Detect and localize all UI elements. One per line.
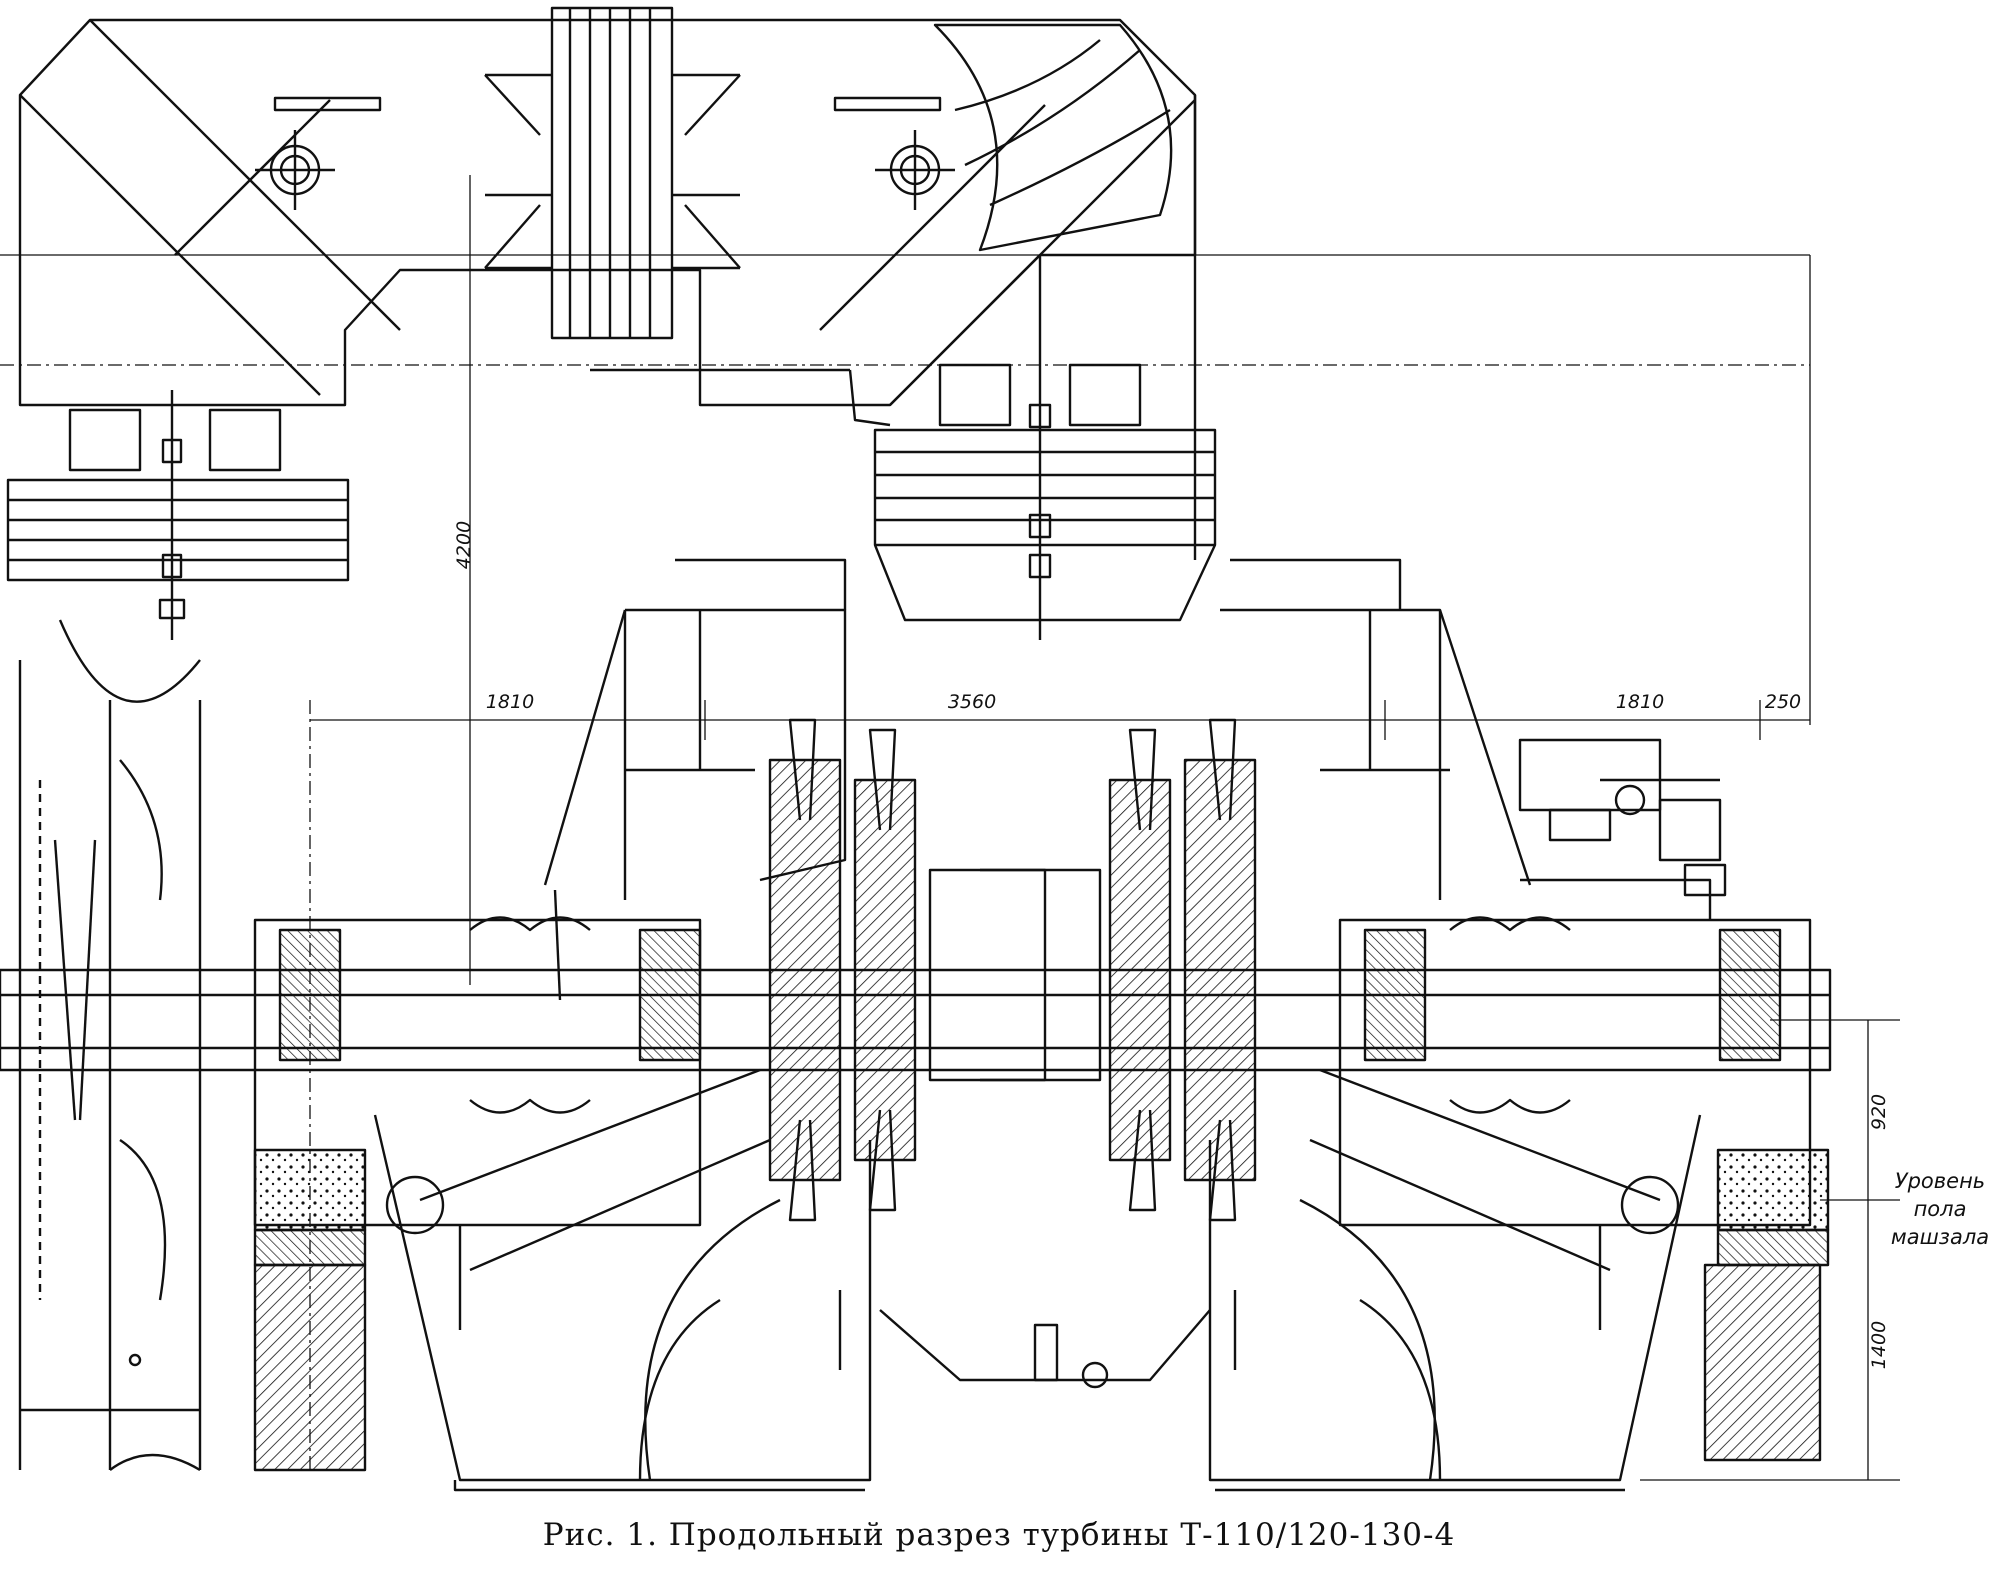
foundation-right xyxy=(1703,1148,1830,1462)
floor-level-line1: Уровень xyxy=(1895,1169,1985,1193)
manhole-flanges xyxy=(255,130,955,210)
bellows-center xyxy=(873,255,1217,640)
bearings xyxy=(278,916,1782,1114)
dim-right-offset: 250 xyxy=(1765,691,1801,713)
dim-height-4200: 4200 xyxy=(453,521,475,569)
exhaust-duct xyxy=(18,18,1197,560)
bellows-top xyxy=(484,6,891,427)
drain-pipes xyxy=(385,1175,1680,1235)
governor-unit xyxy=(1518,738,1727,920)
floor-level-line3: машзала xyxy=(1891,1225,1989,1249)
main-casing xyxy=(253,918,1812,1330)
figure-caption: Рис. 1. Продольный разрез турбины Т-110/… xyxy=(543,1517,1455,1553)
hp-section-left xyxy=(18,619,202,1472)
floor-level-line2: пола xyxy=(1914,1197,1967,1221)
dim-left-span: 1810 xyxy=(486,691,534,713)
dim-foundation-height: 1400 xyxy=(1868,1321,1890,1369)
dim-shaft-height: 920 xyxy=(1868,1094,1890,1130)
dim-center-span: 3560 xyxy=(948,691,996,713)
dimension-lines xyxy=(0,175,1900,1481)
bellows-left xyxy=(6,390,350,640)
dim-right-span: 1810 xyxy=(1616,691,1664,713)
lower-connector xyxy=(838,1290,1237,1389)
rotor-discs xyxy=(768,758,1257,1182)
